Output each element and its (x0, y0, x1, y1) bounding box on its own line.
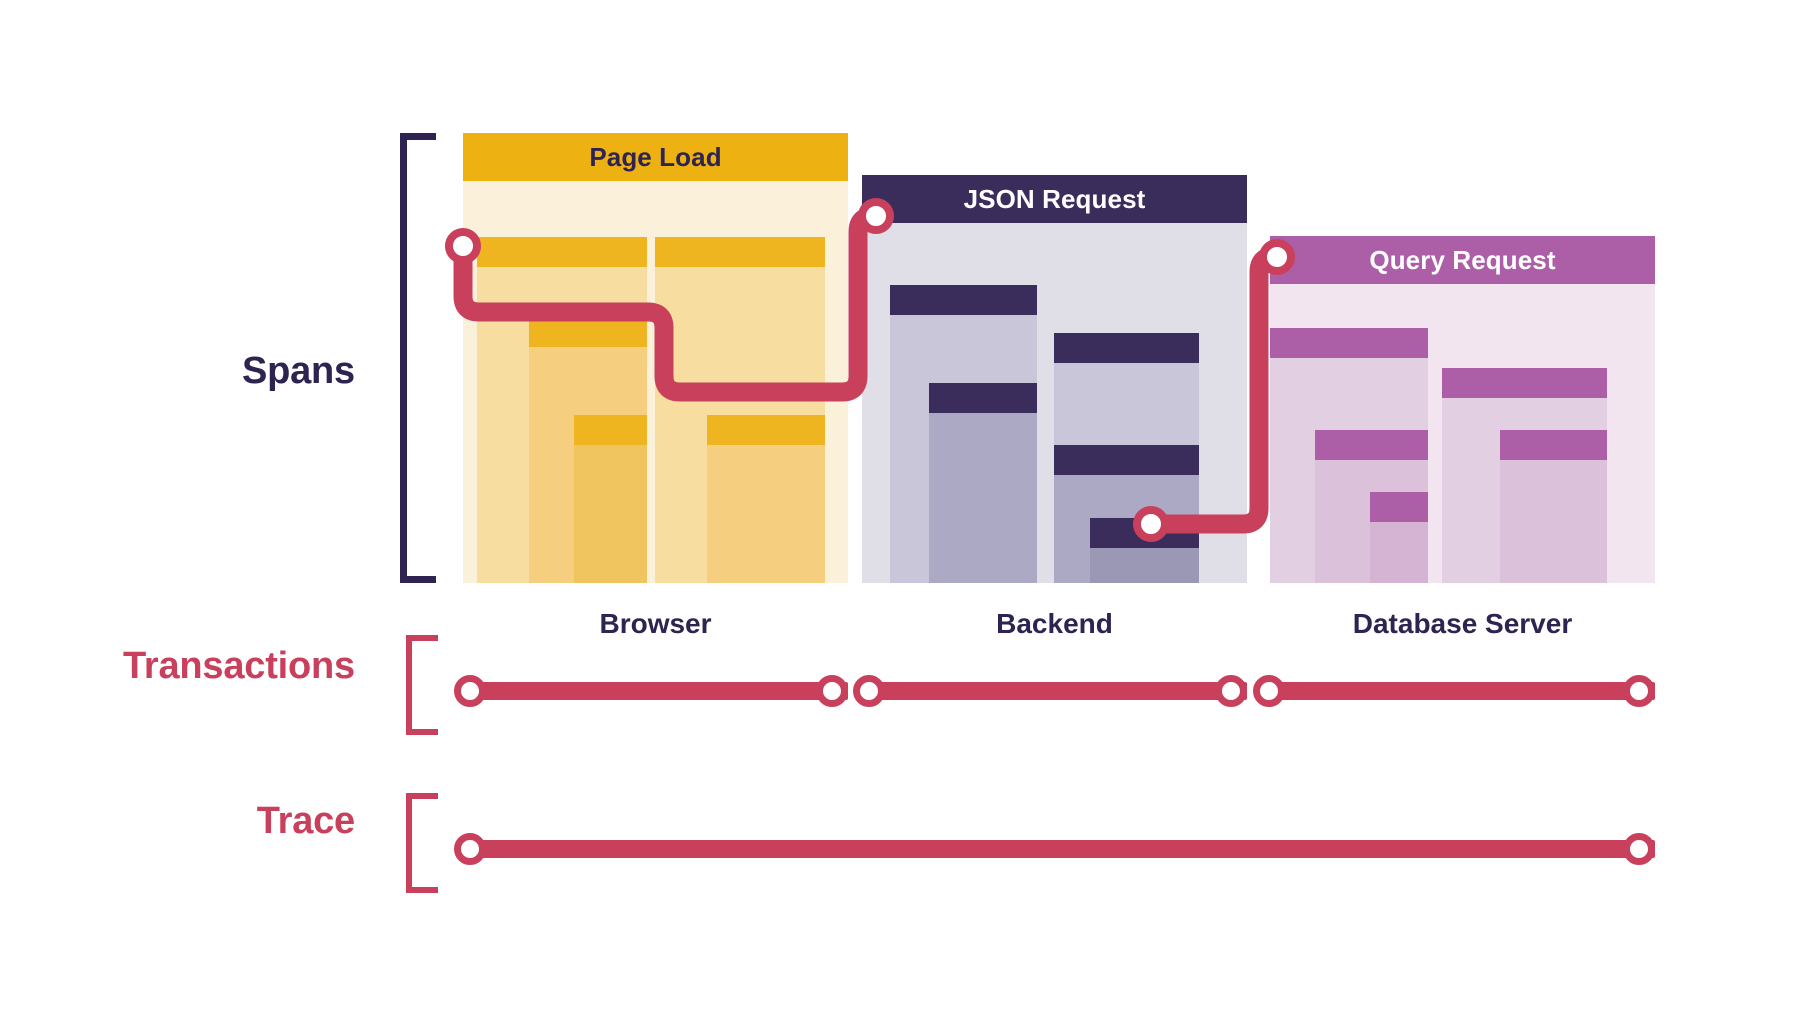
row-label-spans: Spans (241, 350, 355, 392)
span-bar-body (1370, 522, 1428, 583)
span-bar-cap (477, 237, 647, 267)
span-bar-cap (1054, 333, 1199, 363)
span-bar-body (1500, 460, 1607, 583)
span-bar-cap (1370, 492, 1428, 522)
span-bar[interactable] (574, 415, 647, 583)
transaction-header-json-request: JSON Request (862, 175, 1247, 223)
transaction-rail-backend[interactable] (862, 682, 1247, 700)
transaction-node-database-start[interactable] (1253, 675, 1285, 707)
span-stack-backend (862, 223, 1247, 583)
span-bar[interactable] (707, 415, 825, 583)
transaction-header-query-request: Query Request (1270, 236, 1655, 284)
transaction-rail-browser[interactable] (463, 682, 848, 700)
span-bar-body (574, 445, 647, 583)
span-bar-cap (1090, 518, 1199, 548)
span-panel-browser[interactable]: Page Load (463, 133, 848, 583)
transaction-header-page-load: Page Load (463, 133, 848, 181)
row-label-transactions: Transactions (122, 645, 355, 687)
bracket-trace (406, 793, 438, 893)
transaction-node-backend-end[interactable] (1215, 675, 1247, 707)
span-bar-cap (574, 415, 647, 445)
span-bar[interactable] (929, 383, 1037, 583)
span-bar-cap (929, 383, 1037, 413)
transaction-node-browser-start[interactable] (454, 675, 486, 707)
span-bar-cap (890, 285, 1037, 315)
span-stack-database (1270, 284, 1655, 583)
trace-node-end[interactable] (1623, 833, 1655, 865)
transaction-node-database-end[interactable] (1623, 675, 1655, 707)
span-bar-cap (1442, 368, 1607, 398)
service-caption-browser: Browser (599, 608, 712, 639)
span-panel-database[interactable]: Query Request (1270, 236, 1655, 583)
span-bar-cap (707, 415, 825, 445)
service-caption-database: Database Server (1352, 608, 1573, 639)
span-bar-body (929, 413, 1037, 583)
span-bar-cap (655, 237, 825, 267)
span-bar-cap (1270, 328, 1428, 358)
span-bar-cap (529, 317, 647, 347)
trace-node-start[interactable] (454, 833, 486, 865)
span-bar-cap (1500, 430, 1607, 460)
row-label-trace: Trace (256, 800, 356, 842)
span-bar[interactable] (1370, 492, 1428, 583)
transaction-rail-database[interactable] (1262, 682, 1655, 700)
bracket-spans (400, 133, 436, 583)
transaction-node-browser-end[interactable] (816, 675, 848, 707)
span-bar-cap (1054, 445, 1199, 475)
span-bar[interactable] (1090, 518, 1199, 583)
span-panel-backend[interactable]: JSON Request (862, 175, 1247, 583)
span-bar-cap (1315, 430, 1428, 460)
transaction-node-backend-start[interactable] (853, 675, 885, 707)
span-stack-browser (463, 181, 848, 583)
span-bar[interactable] (1500, 430, 1607, 583)
trace-rail[interactable] (463, 840, 1655, 858)
span-bar-body (707, 445, 825, 583)
bracket-transactions (406, 635, 438, 735)
span-bar-body (1090, 548, 1199, 583)
service-caption-backend: Backend (996, 608, 1113, 639)
